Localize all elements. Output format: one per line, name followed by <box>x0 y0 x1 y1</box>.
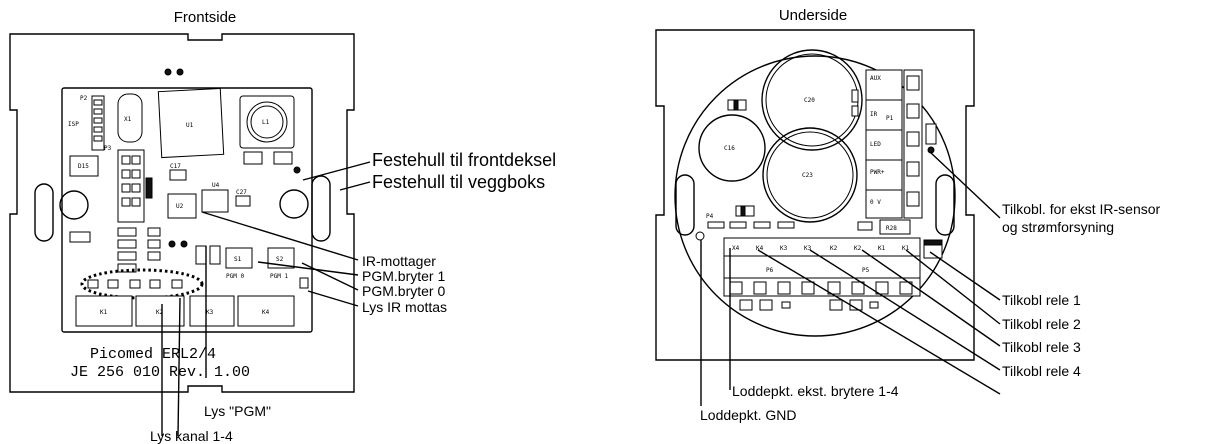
label-festehull-veggboks: Festehull til veggboks <box>372 172 545 192</box>
terminal-label-5: K2 <box>830 245 838 252</box>
terminal-label-7: K1 <box>878 245 886 252</box>
isp-label: ISP <box>68 121 79 128</box>
label-tilkobl-ekst-line2: og strømforsyning <box>1002 219 1114 235</box>
label-tilkobl-ekst-line1: Tilkobl. for ekst IR-sensor <box>1002 201 1161 217</box>
front-plate-outline <box>9 33 355 393</box>
u4-chip <box>201 189 229 213</box>
relay-k2 <box>135 295 185 327</box>
c23-label: C23 <box>802 172 813 179</box>
frontside-title: Frontside <box>174 9 237 26</box>
s2-label: S2 <box>276 256 284 263</box>
ov-label: 0 V <box>870 199 881 206</box>
u2-label: U2 <box>176 203 184 210</box>
s1-switch <box>225 247 253 269</box>
label-lys-ir-mottas: Lys IR mottas <box>362 299 447 315</box>
c17-label: C17 <box>170 163 181 170</box>
k3-label: K3 <box>206 309 214 316</box>
l1-inductor <box>239 95 295 149</box>
screw-row <box>729 281 913 295</box>
r28-resistor <box>879 219 911 235</box>
under-round-board <box>674 55 956 337</box>
terminal-label-8: K1 <box>902 245 910 252</box>
label-lys-pgm: Lys "PGM" <box>204 403 271 419</box>
front-left-hole <box>59 190 89 220</box>
label-ir-mottager: IR-mottager <box>362 253 436 269</box>
relay-k1 <box>75 295 133 327</box>
pgm1-label: PGM 1 <box>270 273 288 280</box>
front-pcb <box>61 87 313 333</box>
aux-label: AUX <box>870 75 881 82</box>
label-loddepkt-gnd: Loddepkt. GND <box>700 407 797 423</box>
label-tilkobl-rele-4: Tilkobl rele 4 <box>1002 363 1081 379</box>
terminal-labels: X4 K4 K3 K3 K2 K2 K1 K1 <box>732 245 910 252</box>
pwr-label: PWR+ <box>870 169 885 176</box>
c23-capacitor <box>762 127 858 223</box>
under-left-slot <box>675 174 695 236</box>
k4-label: K4 <box>262 309 270 316</box>
frontside-diagram: Frontside P2 ISP X1 U1 L1 <box>9 9 556 444</box>
label-pgm-bryter-1: PGM.bryter 1 <box>362 268 445 284</box>
led-label: LED <box>870 141 881 148</box>
relay-k3 <box>189 295 235 327</box>
p3-label: P3 <box>104 145 112 152</box>
pgm0-label: PGM 0 <box>226 273 244 280</box>
l1-label: L1 <box>262 119 270 126</box>
testpoint-t1 <box>164 68 172 76</box>
p2-label: P2 <box>80 95 88 102</box>
label-festehull-frontdeksel: Festehull til frontdeksel <box>372 150 556 170</box>
testpoint-t2 <box>176 68 184 76</box>
c27-label: C27 <box>236 189 247 196</box>
under-leader-lines <box>700 151 1001 406</box>
p1-label: P1 <box>886 115 894 122</box>
terminal-label-4: K3 <box>804 245 812 252</box>
p1-connector <box>865 69 903 219</box>
s2-switch <box>267 247 295 269</box>
r28-label: R28 <box>886 225 897 232</box>
label-tilkobl-rele-3: Tilkobl rele 3 <box>1002 339 1081 355</box>
p4-label: P4 <box>706 213 714 220</box>
terminal-label-6: K2 <box>854 245 862 252</box>
ir-label: IR <box>870 111 878 118</box>
board-text-line2: JE 256 010 Rev. 1.00 <box>70 364 250 381</box>
underside-diagram: Underside C20 C16 C23 AUX IR LED PWR+ 0 … <box>655 7 1161 423</box>
label-lys-kanal: Lys kanal 1-4 <box>150 428 233 444</box>
underside-title: Underside <box>779 7 847 24</box>
u2-ir-receiver <box>167 193 197 219</box>
under-plate-outline <box>655 29 975 361</box>
u1-label: U1 <box>186 122 194 129</box>
p5-label: P5 <box>862 267 870 274</box>
d15-label: D15 <box>78 163 89 170</box>
label-tilkobl-rele-2: Tilkobl rele 2 <box>1002 316 1081 332</box>
c20-label: C20 <box>804 97 815 104</box>
under-right-slot <box>935 174 955 236</box>
k2-label: K2 <box>156 309 164 316</box>
label-tilkobl-rele-1: Tilkobl rele 1 <box>1002 292 1081 308</box>
front-left-slot <box>34 183 54 242</box>
s1-label: S1 <box>234 256 242 263</box>
terminal-label-3: K3 <box>780 245 788 252</box>
c16-capacitor <box>698 114 766 182</box>
relay-k4 <box>237 295 295 327</box>
k1-label: K1 <box>100 309 108 316</box>
label-loddepkt-ekst: Loddepkt. ekst. brytere 1-4 <box>732 383 899 399</box>
x1-crystal <box>117 93 143 143</box>
lys-kanal-highlight <box>80 268 204 300</box>
front-right-slot <box>311 175 331 242</box>
u1-chip <box>157 87 225 159</box>
x1-label: X1 <box>124 116 132 123</box>
c20-capacitor <box>761 49 863 151</box>
terminal-label-2: K4 <box>756 245 764 252</box>
board-text-line1: Picomed ERL2/4 <box>90 346 216 363</box>
front-right-hole <box>279 189 309 219</box>
p6-label: P6 <box>766 267 774 274</box>
terminal-label-1: X4 <box>732 245 740 252</box>
label-pgm-bryter-0: PGM.bryter 0 <box>362 283 445 299</box>
front-leader-lines <box>161 161 371 437</box>
c16-label: C16 <box>724 145 735 152</box>
u4-label: U4 <box>212 182 220 189</box>
d15-part <box>69 155 99 177</box>
